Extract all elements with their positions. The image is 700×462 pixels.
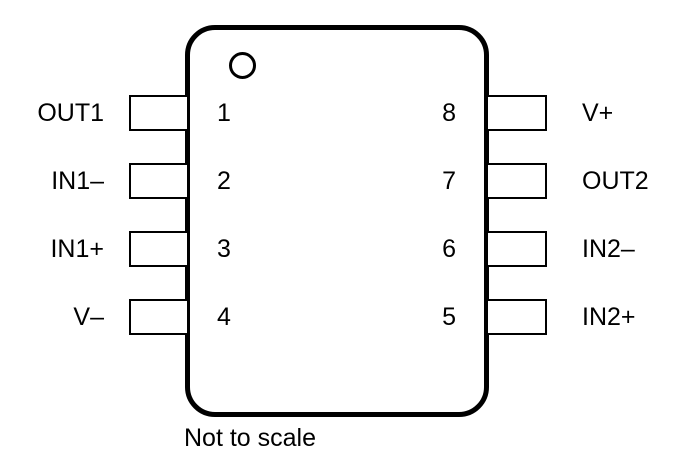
pin-number-7: 7 bbox=[442, 167, 456, 195]
pin-lead-6 bbox=[488, 231, 547, 267]
pin-lead-3 bbox=[129, 231, 187, 267]
pin-number-5: 5 bbox=[442, 303, 456, 331]
pin-label-v-minus: V– bbox=[73, 303, 104, 331]
pin-number-6: 6 bbox=[442, 235, 456, 263]
pin-label-out1: OUT1 bbox=[37, 99, 104, 127]
pin-label-v-plus: V+ bbox=[582, 99, 614, 127]
pin-number-2: 2 bbox=[217, 167, 231, 195]
pin-label-in1-minus: IN1– bbox=[51, 167, 104, 195]
pin1-marker-circle bbox=[229, 52, 256, 79]
pin-number-3: 3 bbox=[217, 235, 231, 263]
pin-number-1: 1 bbox=[217, 99, 231, 127]
pin-label-in2-plus: IN2+ bbox=[582, 303, 636, 331]
pin-label-out2: OUT2 bbox=[582, 167, 649, 195]
pin-lead-7 bbox=[488, 163, 547, 199]
pin-lead-2 bbox=[129, 163, 187, 199]
pin-label-in1-plus: IN1+ bbox=[50, 235, 104, 263]
pin-lead-4 bbox=[129, 299, 187, 335]
pin-number-8: 8 bbox=[442, 99, 456, 127]
pin-label-in2-minus: IN2– bbox=[582, 235, 635, 263]
pin-lead-1 bbox=[129, 95, 187, 131]
pin-lead-5 bbox=[488, 299, 547, 335]
not-to-scale-note: Not to scale bbox=[184, 424, 317, 452]
ic-package-body bbox=[185, 25, 489, 417]
pin-number-4: 4 bbox=[217, 303, 231, 331]
pin-lead-8 bbox=[488, 95, 547, 131]
